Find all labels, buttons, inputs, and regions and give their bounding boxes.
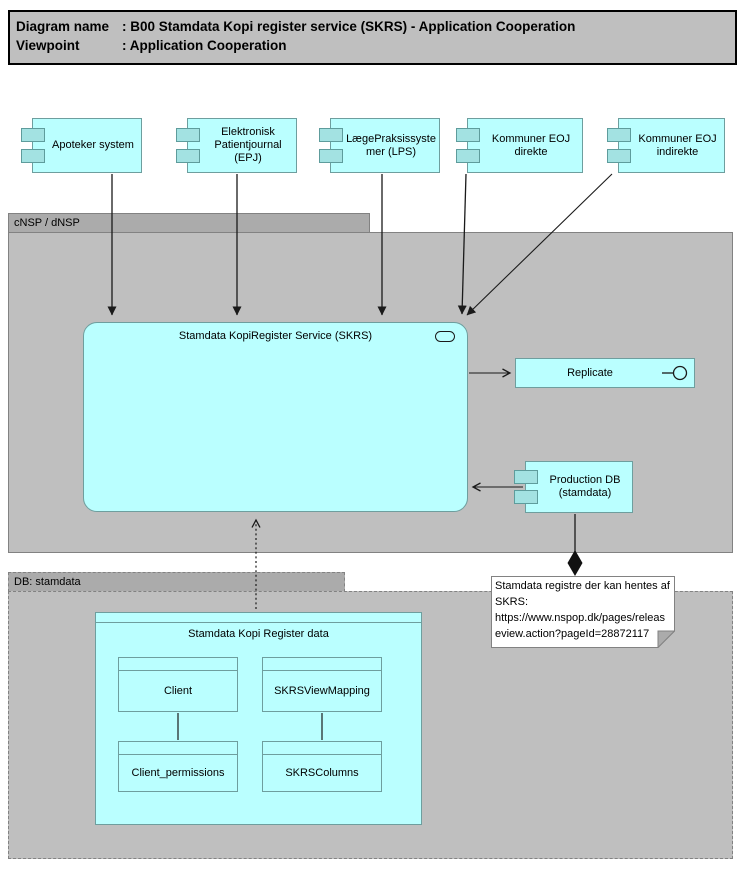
viewpoint-label: Viewpoint bbox=[16, 38, 80, 53]
component-lps: LægePraksissystemer (LPS) bbox=[319, 118, 440, 173]
data-object-name: Client_permissions bbox=[131, 767, 225, 779]
diamond-connector-icon bbox=[567, 550, 583, 576]
viewpoint-row: Viewpoint : Application Cooperation bbox=[16, 36, 735, 55]
component-prong-icon bbox=[514, 490, 538, 504]
component-kommuner-eoj-indirekte: Kommuner EOJ indirekte bbox=[607, 118, 725, 173]
diagram-name-row: Diagram name : B00 Stamdata Kopi registe… bbox=[16, 17, 735, 36]
component-label: Kommuner EOJ direkte bbox=[491, 132, 571, 158]
component-prong-icon bbox=[607, 128, 631, 142]
component-prong-icon bbox=[456, 149, 480, 163]
data-object-client-permissions: Client_permissions bbox=[118, 741, 238, 792]
diagram-name-value: : B00 Stamdata Kopi register service (SK… bbox=[122, 19, 576, 34]
component-label: Kommuner EOJ indirekte bbox=[638, 132, 717, 158]
service-replicate: Replicate bbox=[515, 358, 695, 388]
component-prong-icon bbox=[607, 149, 631, 163]
note-text: Stamdata registre der kan hentes af SKRS… bbox=[495, 580, 670, 640]
service-replicate-label: Replicate bbox=[567, 367, 613, 379]
component-kommuner-eoj-direkte: Kommuner EOJ direkte bbox=[456, 118, 583, 173]
component-prong-icon bbox=[176, 149, 200, 163]
component-label: Apoteker system bbox=[52, 139, 134, 151]
group-db-tab: DB: stamdata bbox=[8, 572, 345, 592]
application-service-icon bbox=[435, 331, 455, 342]
note-stamdata-registre: Stamdata registre der kan hentes af SKRS… bbox=[491, 576, 675, 648]
data-object-title: Stamdata Kopi Register data bbox=[188, 628, 329, 640]
component-label: LægePraksissystemer (LPS) bbox=[346, 132, 436, 158]
component-epj: Elektronisk Patientjournal (EPJ) bbox=[176, 118, 297, 173]
data-object-name: Client bbox=[163, 685, 193, 697]
component-prong-icon bbox=[319, 149, 343, 163]
data-object-name: SKRSColumns bbox=[285, 767, 359, 779]
data-object-top-band bbox=[263, 742, 381, 755]
data-object-top-band bbox=[263, 658, 381, 671]
diagram-name-label: Diagram name bbox=[16, 19, 110, 34]
data-object-skrsviewmapping: SKRSViewMapping bbox=[262, 657, 382, 712]
service-skrs: Stamdata KopiRegister Service (SKRS) bbox=[83, 322, 468, 512]
group-cnsp-label: cNSP / dNSP bbox=[14, 217, 80, 229]
component-prong-icon bbox=[456, 128, 480, 142]
data-object-skrscolumns: SKRSColumns bbox=[262, 741, 382, 792]
component-prong-icon bbox=[319, 128, 343, 142]
data-object-name: SKRSViewMapping bbox=[274, 685, 370, 697]
viewpoint-value: : Application Cooperation bbox=[122, 38, 287, 53]
note-fold-corner-icon bbox=[657, 630, 675, 648]
data-object-top-band bbox=[119, 742, 237, 755]
data-object-top-band bbox=[119, 658, 237, 671]
group-cnsp-tab: cNSP / dNSP bbox=[8, 213, 370, 233]
component-prong-icon bbox=[514, 470, 538, 484]
service-skrs-label: Stamdata KopiRegister Service (SKRS) bbox=[178, 330, 373, 342]
component-production-db: Production DB (stamdata) bbox=[514, 461, 633, 513]
data-object-stamdata-kopi-register-data: Stamdata Kopi Register data bbox=[95, 612, 422, 825]
diagram-title-box: Diagram name : B00 Stamdata Kopi registe… bbox=[8, 10, 737, 65]
component-prong-icon bbox=[21, 149, 45, 163]
note-shape bbox=[491, 576, 675, 648]
component-label: Production DB (stamdata) bbox=[549, 474, 621, 499]
group-db-label: DB: stamdata bbox=[14, 576, 81, 588]
component-prong-icon bbox=[176, 128, 200, 142]
data-object-top-band bbox=[96, 613, 421, 623]
data-object-client: Client bbox=[118, 657, 238, 712]
component-prong-icon bbox=[21, 128, 45, 142]
component-label: Elektronisk Patientjournal (EPJ) bbox=[214, 126, 282, 164]
component-apoteker-system: Apoteker system bbox=[21, 118, 142, 173]
